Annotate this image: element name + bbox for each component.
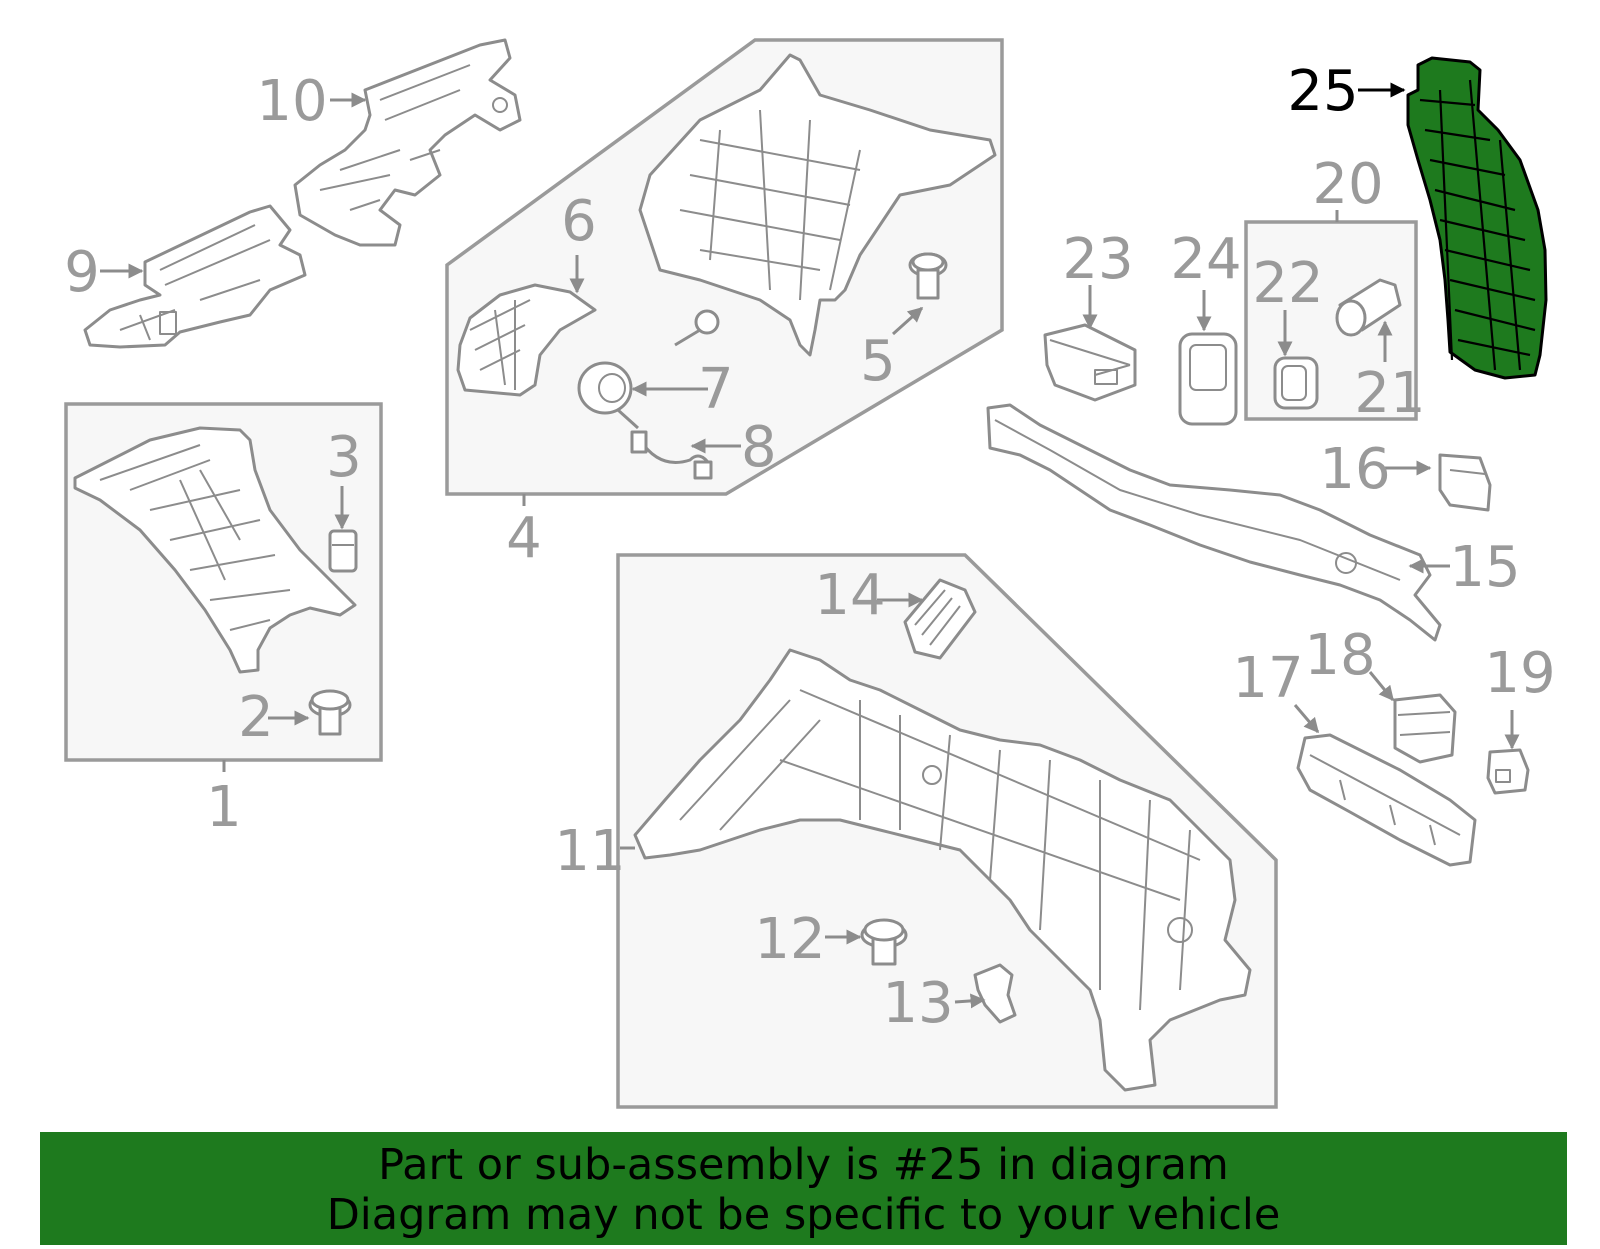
- part-16-clip: [1438, 453, 1492, 512]
- part-15-sill: [986, 403, 1442, 642]
- part-22-cap: [1273, 356, 1319, 410]
- callout-4[interactable]: 4: [506, 506, 542, 571]
- part-12-clip: [860, 918, 908, 966]
- callout-21[interactable]: 21: [1354, 361, 1425, 426]
- leader-lines: [100, 82, 1520, 1009]
- part-10-bracket: [293, 38, 522, 247]
- part-4-console: [638, 53, 997, 357]
- part-7-ring: [577, 361, 640, 430]
- callout-23[interactable]: 23: [1062, 227, 1133, 292]
- callout-1[interactable]: 1: [206, 775, 242, 840]
- callout-14[interactable]: 14: [814, 563, 885, 628]
- callout-8[interactable]: 8: [741, 415, 777, 480]
- callout-11[interactable]: 11: [554, 819, 625, 884]
- part-17-bracket: [1296, 733, 1477, 867]
- part-24-cover: [1178, 332, 1238, 426]
- callout-12[interactable]: 12: [754, 907, 825, 972]
- callout-5[interactable]: 5: [860, 329, 896, 394]
- part-25-highlighted-panel[interactable]: [1406, 56, 1548, 380]
- part-18-box: [1393, 693, 1457, 764]
- callout-7[interactable]: 7: [698, 357, 734, 422]
- callout-labels: 1 2 3 4 5 6 7 8 9 10 11 12 13 14 15 16 1…: [64, 59, 1555, 1036]
- part-21-socket: [1335, 278, 1402, 337]
- callout-15[interactable]: 15: [1449, 535, 1520, 600]
- callout-17[interactable]: 17: [1232, 646, 1303, 711]
- part-9-rail: [83, 204, 307, 349]
- callout-18[interactable]: 18: [1304, 623, 1375, 688]
- part-19-clip: [1486, 748, 1530, 795]
- part-screw: [674, 309, 720, 347]
- callout-25-highlighted[interactable]: 25: [1287, 59, 1358, 124]
- callout-13[interactable]: 13: [882, 971, 953, 1036]
- part-23-switch: [1043, 323, 1137, 402]
- callout-20[interactable]: 20: [1312, 152, 1383, 217]
- part-5-clip: [908, 252, 948, 300]
- footer-disclaimer: Diagram may not be specific to your vehi…: [326, 1190, 1281, 1240]
- callout-19[interactable]: 19: [1484, 641, 1555, 706]
- part-3-clip: [328, 529, 358, 573]
- footer-part-note: Part or sub-assembly is #25 in diagram: [378, 1140, 1229, 1190]
- callout-10[interactable]: 10: [256, 69, 327, 134]
- part-1-pillar-trim: [73, 426, 357, 674]
- callout-22[interactable]: 22: [1252, 251, 1323, 316]
- part-6-cover: [456, 283, 597, 397]
- part-8-harness: [630, 430, 713, 480]
- part-11-wheelhouse: [633, 648, 1252, 1092]
- callout-3[interactable]: 3: [326, 425, 362, 490]
- callout-16[interactable]: 16: [1319, 437, 1390, 502]
- part-14-vent: [903, 578, 977, 660]
- part-2-clip: [308, 689, 352, 736]
- callout-9[interactable]: 9: [64, 240, 100, 305]
- callout-2[interactable]: 2: [238, 685, 274, 750]
- footer-banner: Part or sub-assembly is #25 in diagram D…: [40, 1132, 1567, 1245]
- callout-24[interactable]: 24: [1170, 227, 1241, 292]
- callout-6[interactable]: 6: [561, 189, 597, 254]
